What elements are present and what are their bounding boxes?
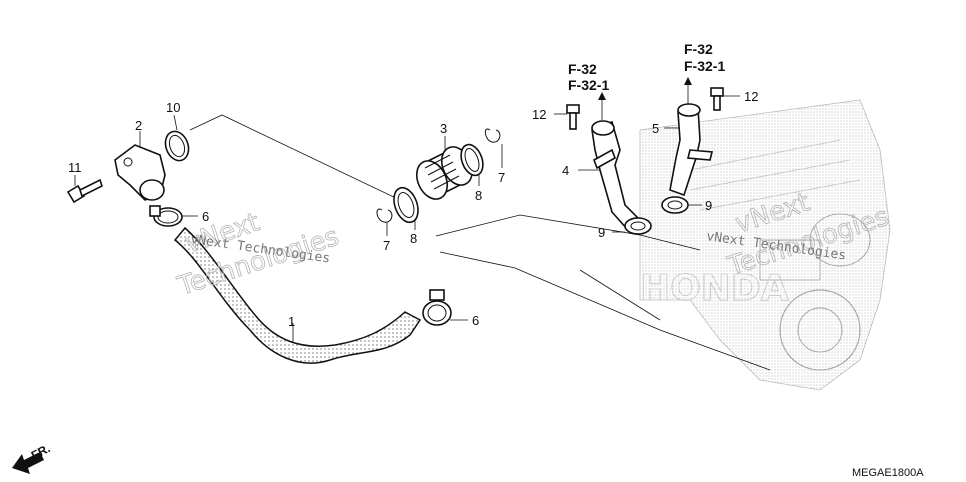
ref-left-line1[interactable]: F-32 <box>568 61 597 77</box>
hose-clamp-upper[interactable] <box>149 205 183 227</box>
callout-3: 3 <box>440 121 447 136</box>
joint-rubber[interactable] <box>411 142 478 204</box>
callout-12-left: 12 <box>532 107 546 122</box>
callout-9-left: 9 <box>598 225 605 240</box>
callout-6-upper: 6 <box>202 209 209 224</box>
clip-7-left[interactable] <box>376 208 393 223</box>
o-ring-8-right[interactable] <box>457 142 487 179</box>
water-pipe-right[interactable] <box>669 103 714 197</box>
callout-11: 11 <box>68 160 82 175</box>
callout-5: 5 <box>652 121 659 136</box>
ref-right-line2[interactable]: F-32-1 <box>684 58 725 74</box>
water-hose[interactable] <box>173 226 422 364</box>
hose-clamp-lower[interactable] <box>422 289 452 326</box>
o-ring-8-left[interactable] <box>390 184 423 225</box>
callout-7-right: 7 <box>498 170 505 185</box>
callout-1: 1 <box>288 314 295 329</box>
engine-brand-text: HONDA <box>640 268 789 309</box>
callout-8-right: 8 <box>475 188 482 203</box>
callout-8-left: 8 <box>410 231 417 246</box>
callout-2: 2 <box>135 118 142 133</box>
front-arrow-icon <box>12 452 44 474</box>
front-direction-marker: FR. <box>12 441 52 474</box>
callout-9-right: 9 <box>705 198 712 213</box>
seal-9-right[interactable] <box>661 196 689 214</box>
bolt-11[interactable] <box>66 178 103 204</box>
water-pipe-left[interactable] <box>591 120 642 232</box>
callout-6-lower: 6 <box>472 313 479 328</box>
clip-7-right[interactable] <box>484 128 501 143</box>
bolt-12-left[interactable] <box>566 104 580 130</box>
diagram-code: MEGAE1800A <box>852 467 924 479</box>
callout-4: 4 <box>562 163 569 178</box>
leader-lines <box>74 77 740 342</box>
ref-right-line1[interactable]: F-32 <box>684 41 713 57</box>
ref-left-line2[interactable]: F-32-1 <box>568 77 609 93</box>
callout-12-right: 12 <box>744 89 758 104</box>
engine-block: HONDA <box>640 99 891 391</box>
callout-10: 10 <box>166 100 180 115</box>
bolt-12-right[interactable] <box>710 87 724 111</box>
water-outlet-elbow[interactable] <box>114 144 166 201</box>
seal-9-left[interactable] <box>624 217 652 235</box>
o-ring-10[interactable] <box>162 128 193 164</box>
callout-7-left: 7 <box>383 238 390 253</box>
